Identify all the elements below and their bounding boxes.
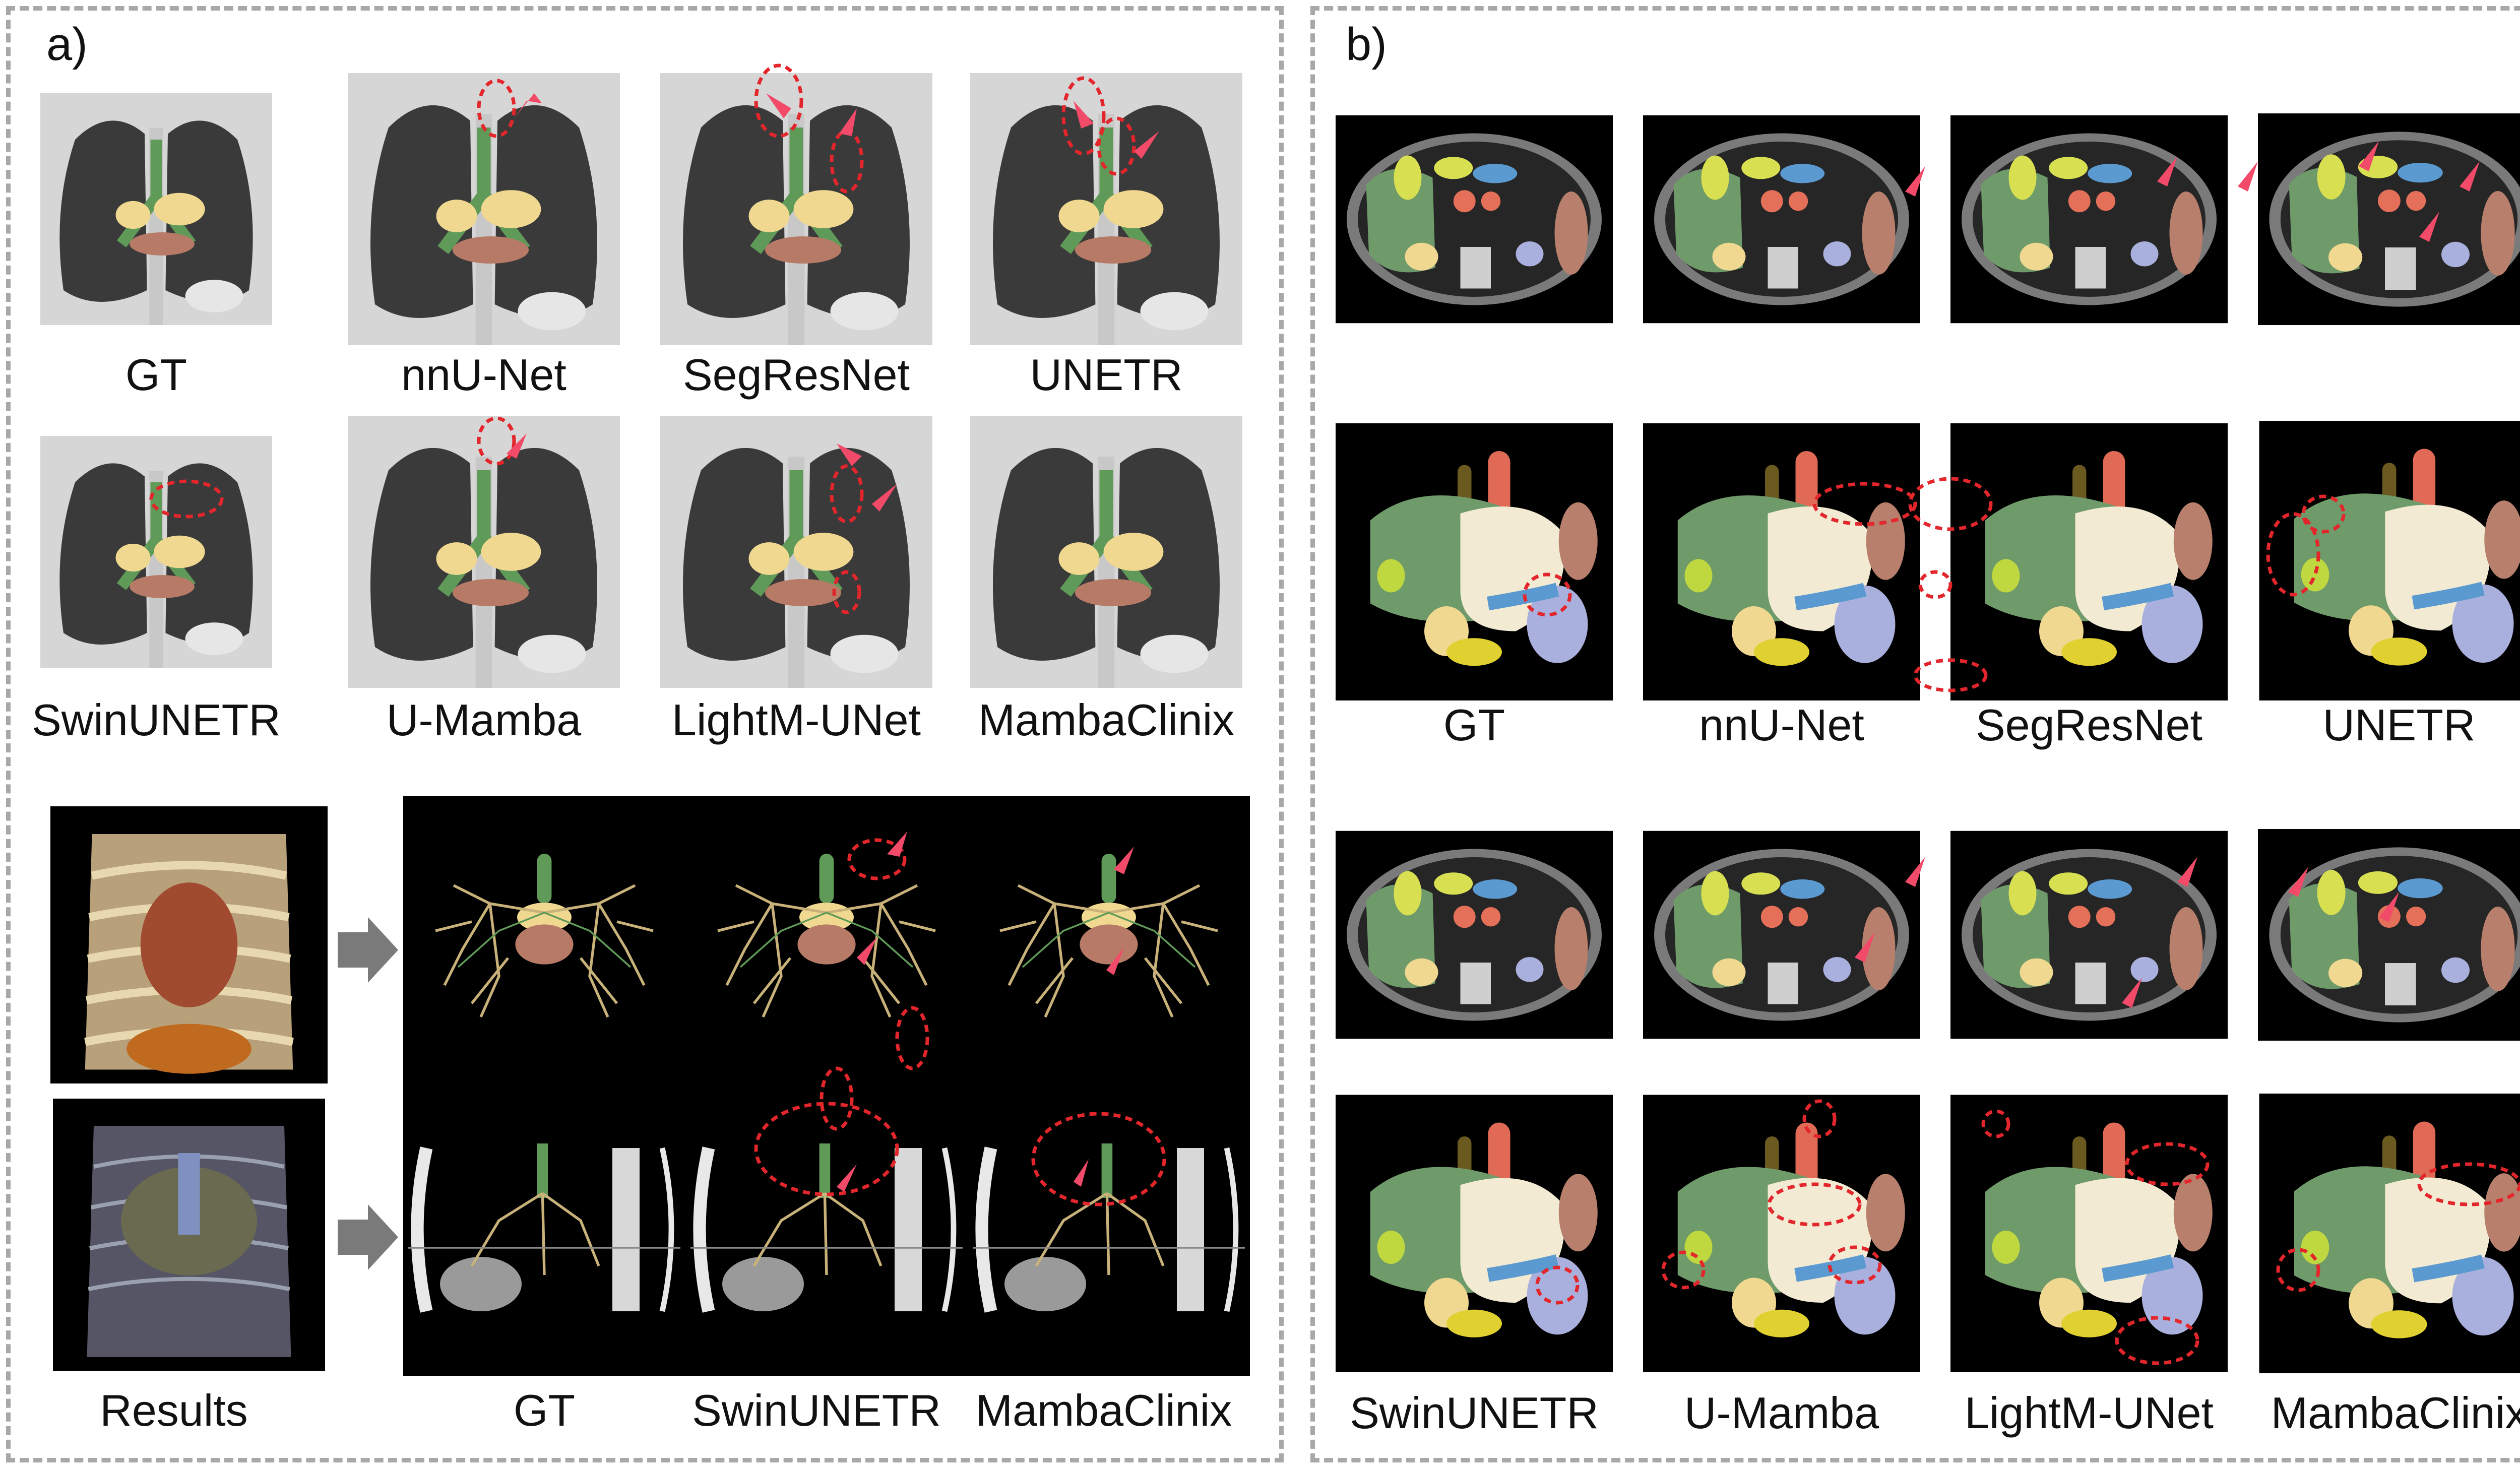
caption-b-segresnet: SegResNet (1975, 700, 2202, 750)
caption-a-umamba: U-Mamba (386, 695, 582, 745)
caption-a-swinunetr: SwinUNETR (32, 695, 281, 745)
caption-render-swinunetr: SwinUNETR (692, 1385, 941, 1435)
caption-render-gt: GT (513, 1385, 576, 1435)
gray-arrow-right-icon (338, 1204, 398, 1270)
caption-a-segresnet: SegResNet (682, 350, 910, 400)
annotation-overlay-a (149, 63, 1159, 614)
caption-b-nnunet: nnU-Net (1699, 700, 1864, 750)
caption-a-gt: GT (125, 350, 187, 400)
caption-b-lightmunet: LightM-UNet (1965, 1388, 2214, 1438)
caption-a-unetr: UNETR (1030, 350, 1183, 400)
caption-b-mambaclinix: MambaClinix (2271, 1388, 2520, 1438)
annotation-overlay-a-lower (754, 832, 1166, 1206)
caption-a-nnunet: nnU-Net (401, 350, 566, 400)
vr-glass-render (50, 1099, 328, 1371)
caption-a-mambaclinix: MambaClinix (978, 695, 1235, 745)
caption-b-unetr: UNETR (2322, 700, 2476, 750)
caption-results: Results (100, 1385, 248, 1435)
caption-b-swinunetr: SwinUNETR (1350, 1388, 1599, 1438)
panel-a-label: a) (46, 19, 88, 70)
panel-b-label: b) (1346, 19, 1387, 70)
vr-ribcage-render (50, 801, 328, 1089)
panel-a-border (6, 6, 1284, 1462)
annotation-overlay-b (1523, 141, 2520, 1365)
caption-render-mambaclinix: MambaClinix (975, 1385, 1232, 1435)
caption-a-lightmunet: LightM-UNet (672, 695, 921, 745)
gray-arrow-right-icon (338, 917, 398, 983)
caption-b-gt: GT (1443, 700, 1505, 750)
panel-b-border (1310, 6, 2520, 1462)
caption-b-umamba: U-Mamba (1684, 1388, 1879, 1438)
